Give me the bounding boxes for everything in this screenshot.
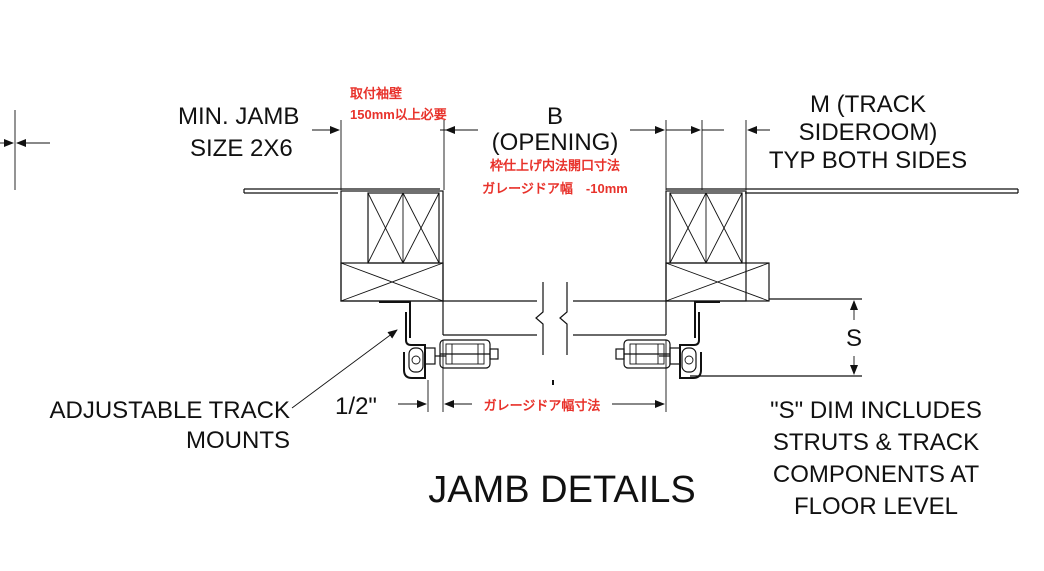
b-label: B — [547, 103, 563, 130]
jamb-wall-note-line1: 取付袖壁 — [350, 86, 402, 101]
s-label: S — [846, 325, 862, 352]
jamb-wall-note-line2: 150mm以上必要 — [350, 107, 447, 122]
leader-lines — [291, 329, 398, 409]
opening-dimension — [440, 120, 667, 190]
jp-annotations: 取付袖壁 150mm以上必要 枠仕上げ内法開口寸法 ガレージドア幅 -10mm … — [350, 86, 628, 413]
opening-note-line1: 枠仕上げ内法開口寸法 — [490, 158, 620, 173]
drawing-title: JAMB DETAILS — [428, 469, 695, 511]
bottom-dimensions — [398, 340, 667, 412]
m-label-line1: M (TRACK — [810, 91, 926, 118]
wall-face-lines — [243, 188, 1019, 194]
s-dim-line4: FLOOR LEVEL — [794, 493, 958, 520]
door-width-note: ガレージドア幅寸法 — [484, 398, 601, 413]
opening-label: (OPENING) — [492, 129, 619, 156]
edge-dimension-fragment — [0, 110, 50, 190]
floor-lines — [690, 298, 862, 377]
left-jamb — [340, 190, 444, 302]
m-label-line2: SIDEROOM) — [799, 119, 938, 146]
jamb-width-dimension — [312, 120, 474, 190]
right-jamb — [665, 190, 770, 302]
s-dim-line2: STRUTS & TRACK — [773, 429, 979, 456]
s-dim-line3: COMPONENTS AT — [773, 461, 980, 488]
adjustable-label-line2: MOUNTS — [186, 427, 290, 454]
min-jamb-label-line2: SIZE 2X6 — [190, 135, 293, 162]
left-track-assembly — [379, 301, 499, 379]
half-inch-label: 1/2" — [335, 393, 377, 420]
sideroom-dimension — [666, 120, 770, 190]
door-panel — [442, 282, 667, 385]
m-label-line3: TYP BOTH SIDES — [769, 147, 967, 174]
adjustable-label-line1: ADJUSTABLE TRACK — [49, 397, 290, 424]
opening-note-line2: ガレージドア幅 -10mm — [482, 181, 628, 196]
s-dim-line1: "S" DIM INCLUDES — [770, 397, 982, 424]
labels: MIN. JAMB SIZE 2X6 B (OPENING) M (TRACK … — [49, 91, 981, 520]
right-track-assembly — [615, 301, 720, 379]
min-jamb-label-line1: MIN. JAMB — [178, 103, 299, 130]
